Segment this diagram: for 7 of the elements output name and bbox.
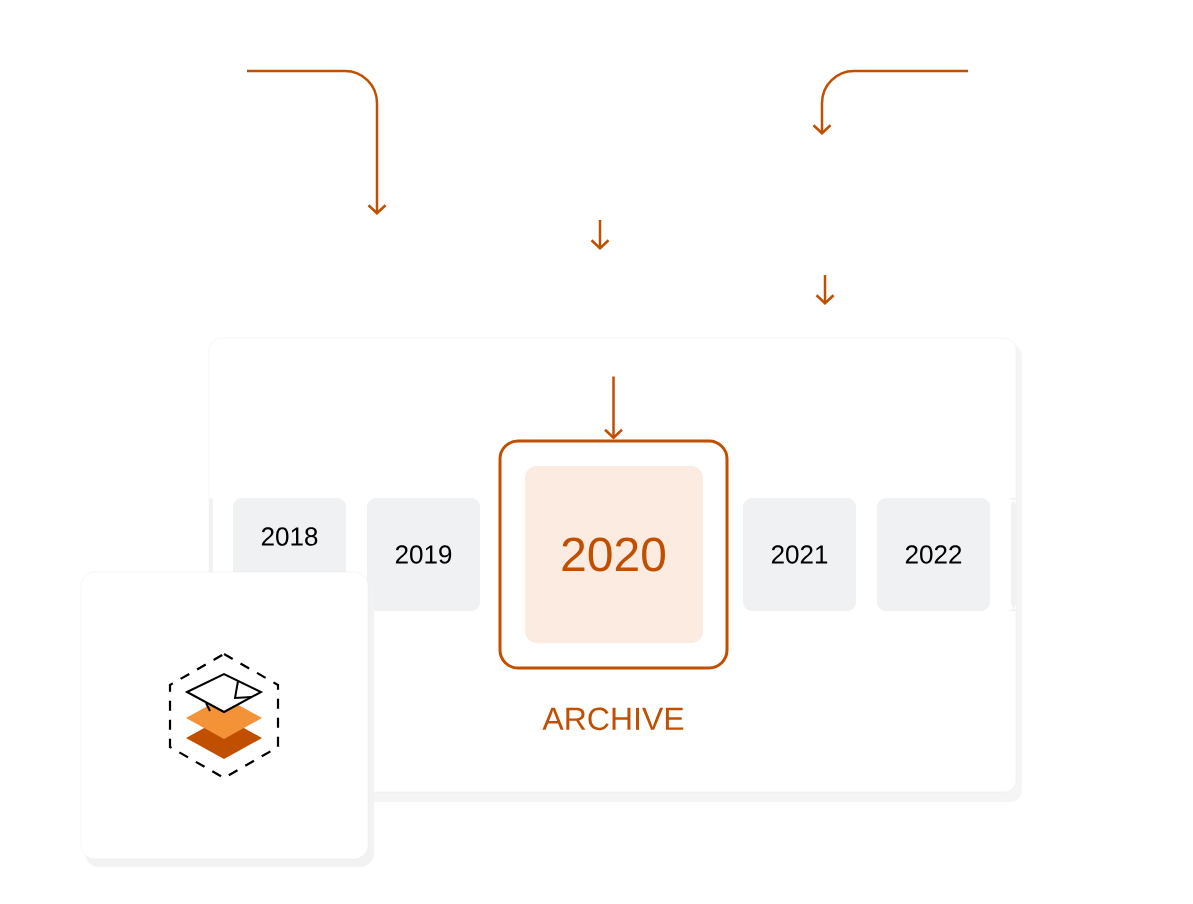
year-tile: 2022 (877, 498, 990, 611)
year-tile: 2018 (233, 498, 346, 572)
year-tile: 2019 (367, 498, 480, 611)
year-tile: 2021 (743, 498, 856, 611)
node-label: ARCHIVE (542, 707, 684, 731)
arrow (604, 376, 623, 440)
selected-year-tile: 2020 (498, 439, 729, 670)
